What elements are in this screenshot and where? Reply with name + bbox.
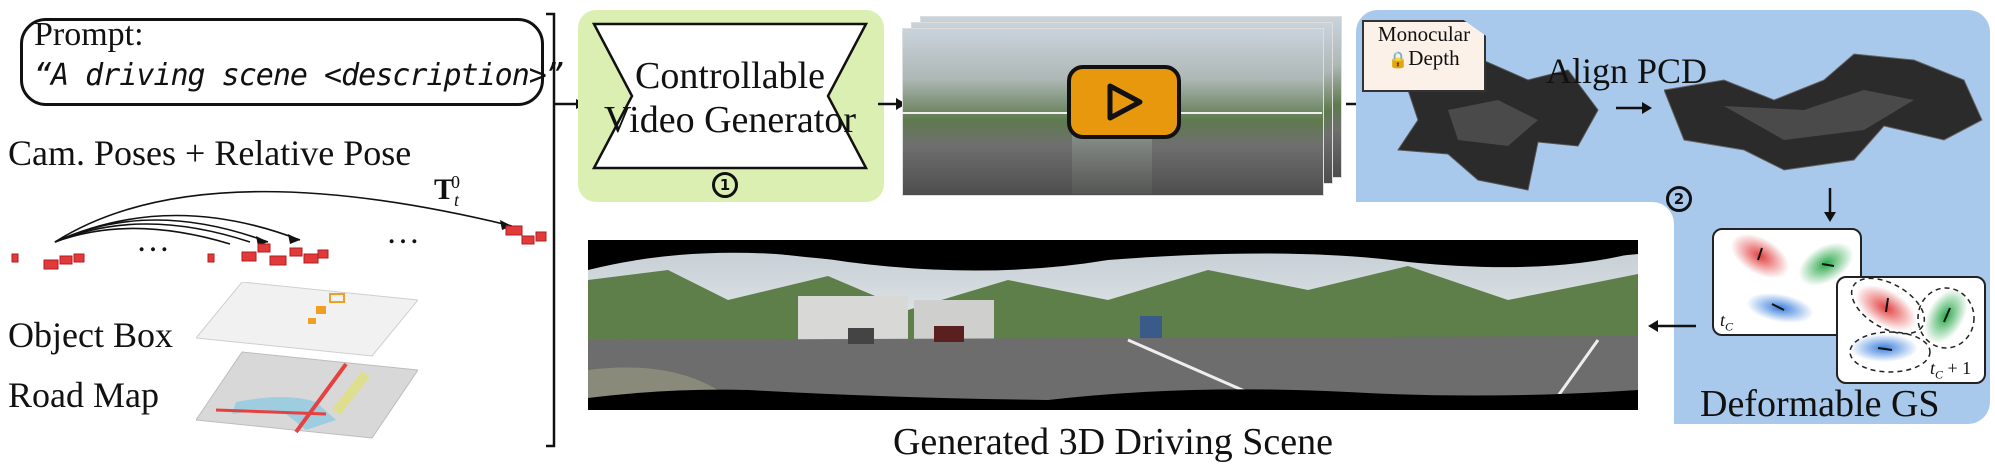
- pose-marker: [505, 225, 523, 236]
- ellipsis: …: [136, 222, 170, 259]
- object-box: [316, 306, 326, 314]
- road: [588, 336, 1638, 410]
- generated-scene-panorama: [588, 240, 1638, 410]
- monocular-depth-box: [1362, 20, 1486, 92]
- monocular-depth-label: Monocular 🔒Depth: [1377, 22, 1471, 70]
- road-lane: [215, 408, 327, 416]
- pose-marker: [535, 231, 547, 242]
- pose-arc-3: [54, 219, 269, 243]
- lock-icon: 🔒: [1388, 50, 1409, 69]
- black-border-top: [588, 240, 1638, 266]
- pose-marker: [43, 259, 59, 270]
- pose-marker: [59, 255, 73, 265]
- layer-stack-illustration: [196, 282, 418, 439]
- arrowhead: [500, 220, 512, 230]
- pose-marker: [257, 243, 271, 253]
- step-1-badge: 1: [712, 172, 738, 198]
- gaussian-red: [1730, 233, 1790, 279]
- pose-marker: [317, 249, 329, 259]
- output-label: Generated 3D Driving Scene: [892, 421, 1333, 463]
- ellipsis: …: [386, 214, 420, 251]
- pose-marker: [241, 251, 257, 262]
- arrow-down: [1824, 188, 1836, 222]
- prompt-box: [20, 18, 544, 106]
- time-t-label: tC: [1720, 310, 1734, 334]
- relative-pose-symbol: Tt0: [434, 172, 461, 210]
- pose-marker: [73, 253, 85, 263]
- play-button[interactable]: [1066, 64, 1182, 140]
- arrow-left: [1648, 320, 1696, 332]
- object-box: [308, 318, 316, 324]
- pose-marker: [269, 255, 287, 266]
- object-box-layer: [196, 282, 418, 357]
- car: [848, 328, 874, 344]
- pose-marker: [521, 235, 535, 245]
- pose-marker: [11, 253, 19, 263]
- cam-poses-label: Cam. Poses + Relative Pose: [8, 133, 412, 173]
- car: [934, 326, 964, 342]
- step-2-badge: 2: [1666, 186, 1692, 212]
- generator-shape: [592, 22, 868, 170]
- deformable-gs-label: Deformable GS: [1700, 383, 1940, 425]
- object-box: [329, 293, 345, 303]
- road-map-label: Road Map: [8, 375, 159, 415]
- pose-marker: [289, 247, 303, 257]
- pose-marker: [207, 253, 215, 263]
- road-lane: [332, 370, 370, 416]
- point-cloud-aligned: [1664, 53, 1983, 171]
- gaussian-card-t-next: tC + 1: [1836, 276, 1986, 384]
- time-t-next-label: tC + 1: [1930, 358, 1972, 382]
- align-pcd-label: Align PCD: [1546, 51, 1708, 91]
- pose-arc-4: [54, 223, 251, 243]
- pose-arc-5: [54, 227, 231, 245]
- bus: [1140, 316, 1162, 338]
- arrow-right: [1616, 102, 1652, 114]
- arrowhead: [288, 234, 300, 244]
- arrow-right: [878, 98, 906, 110]
- black-border-bottom: [588, 389, 1638, 410]
- prompt-title: Prompt:: [34, 16, 144, 53]
- pose-marker: [303, 253, 319, 264]
- object-box-label: Object Box: [8, 315, 173, 355]
- prompt-text: “A driving scene <description>”: [34, 58, 564, 93]
- camera-pose-diagram: [11, 190, 547, 270]
- generator-label: Controllable Video Generator: [604, 55, 856, 141]
- road-lane: [294, 362, 348, 434]
- pose-arc-1: [54, 190, 513, 243]
